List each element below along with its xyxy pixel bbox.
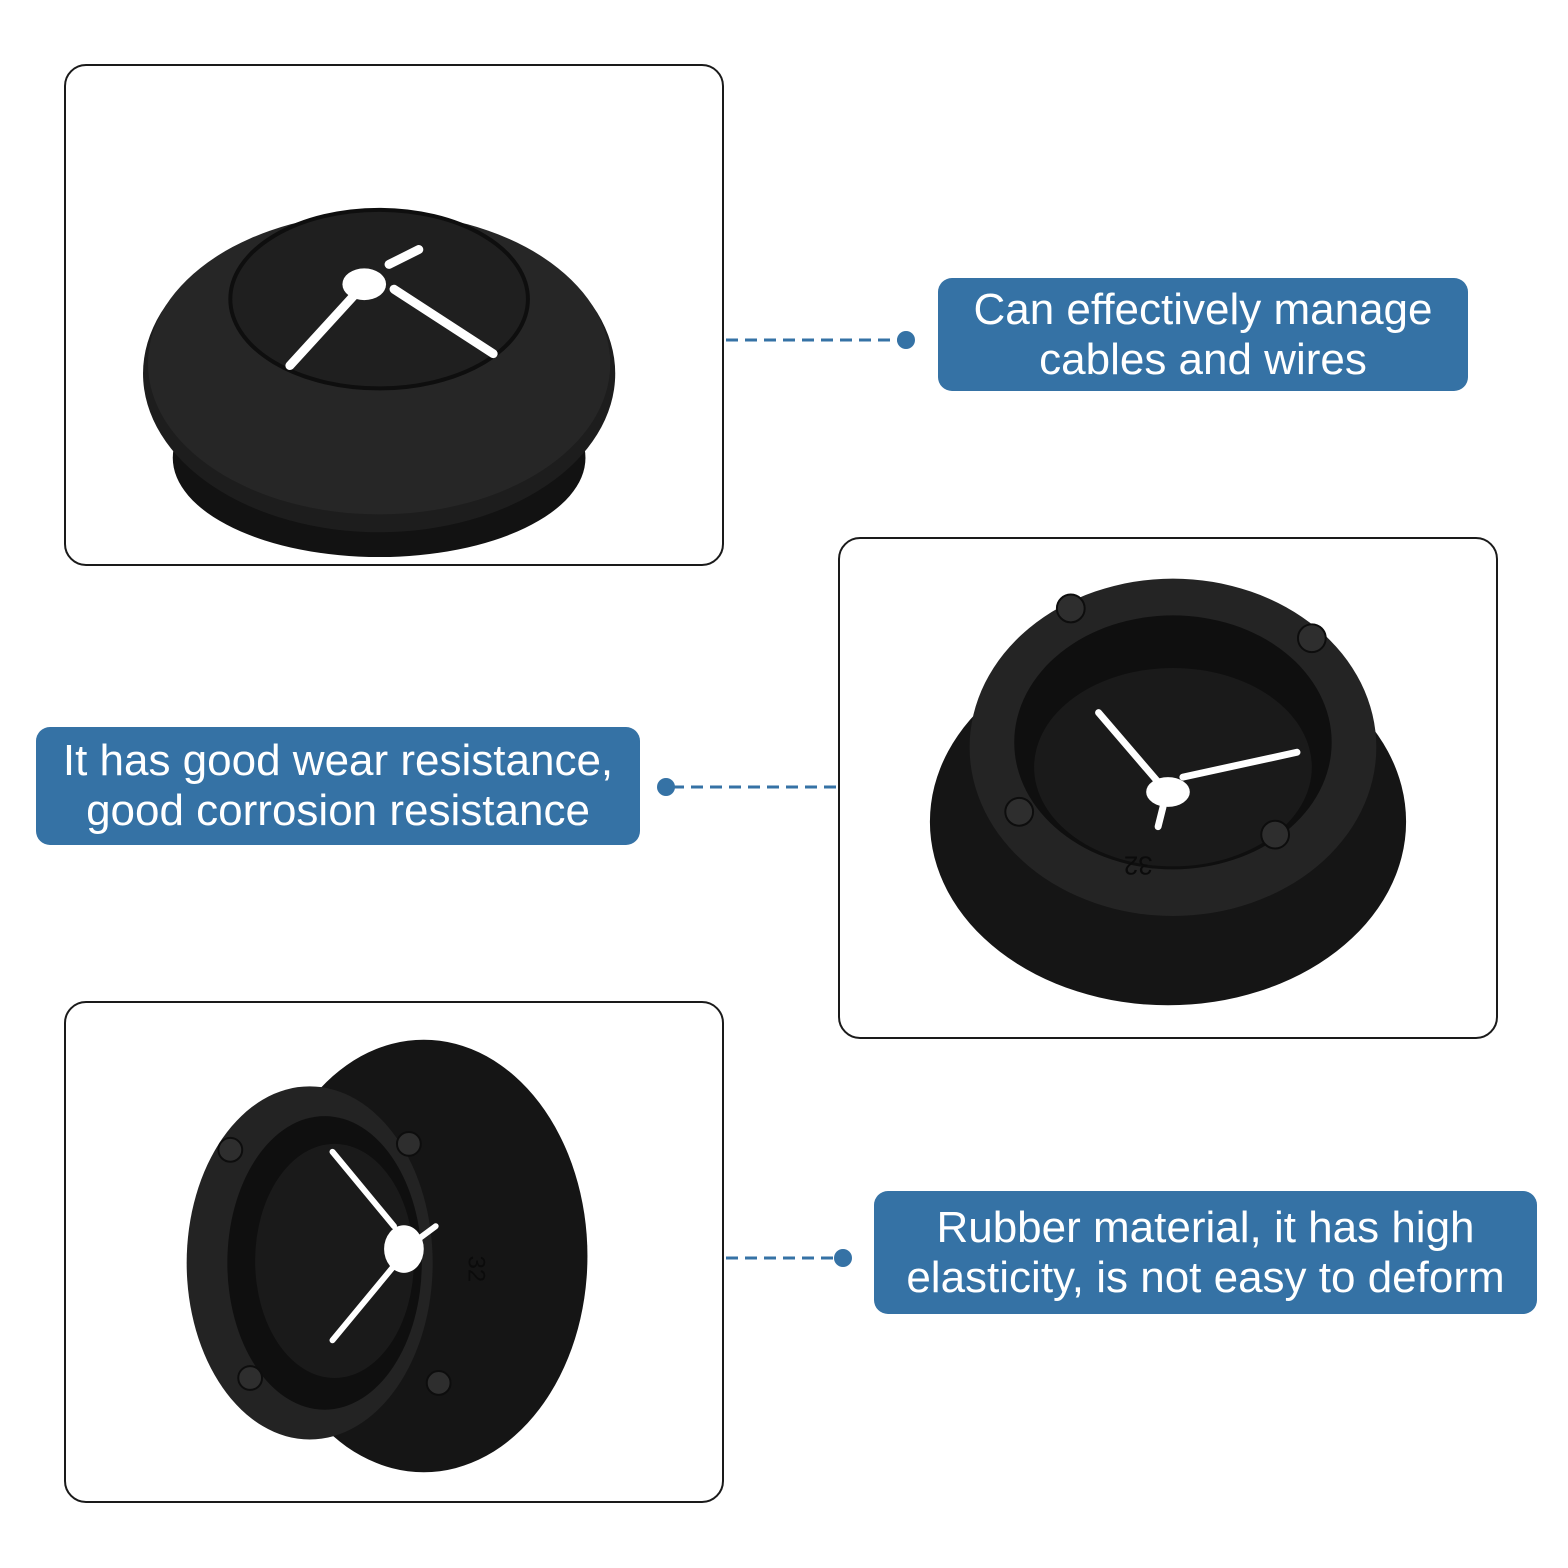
callout-1-line-2: cables and wires — [1039, 334, 1367, 384]
grommet-side-icon: 32 — [186, 1039, 588, 1473]
callout-cable-management: Can effectively manage cables and wires — [938, 278, 1468, 391]
product-panel-angled-view: 32 — [838, 537, 1498, 1039]
callout-wear-resistance: It has good wear resistance, good corros… — [36, 727, 640, 845]
product-panel-side-view: 32 — [64, 1001, 724, 1503]
size-marking-32: 32 — [1124, 850, 1153, 878]
size-marking-32: 32 — [462, 1256, 489, 1282]
callout-3-line-2: elasticity, is not easy to deform — [906, 1252, 1505, 1302]
callout-1-line-1: Can effectively manage — [973, 284, 1433, 334]
grommet-top-icon — [143, 207, 616, 558]
connector-dot-2 — [657, 778, 675, 796]
callout-2-line-2: good corrosion resistance — [86, 786, 590, 835]
callout-3-line-1: Rubber material, it has high — [936, 1202, 1475, 1252]
connector-dot-1 — [897, 331, 915, 349]
connector-dot-3 — [834, 1249, 852, 1267]
callout-2-line-1: It has good wear resistance, — [62, 736, 614, 785]
grommet-angled-icon: 32 — [929, 578, 1407, 1006]
callout-rubber-material: Rubber material, it has high elasticity,… — [874, 1191, 1537, 1314]
product-panel-top-view — [64, 64, 724, 566]
